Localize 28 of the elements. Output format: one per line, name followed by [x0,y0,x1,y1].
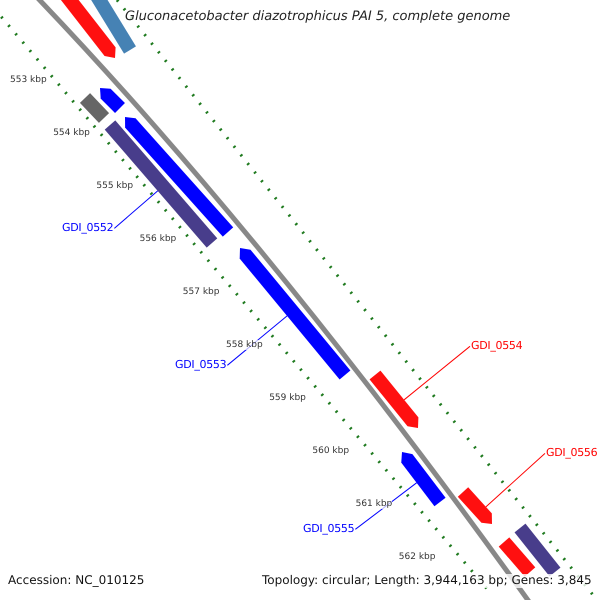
leader-line [485,452,546,508]
gene-label: GDI_0553 [175,359,226,372]
tick-label: 554 kbp [53,128,90,138]
genome-summary: Topology: circular; Length: 3,944,163 bp; Genes: 3,845 [262,574,592,588]
gene-label: GDI_0552 [62,222,114,235]
gene-feature [401,452,446,506]
gene-feature [458,487,492,524]
gene-label: GDI_0555 [303,523,354,536]
gene-feature [80,93,110,123]
gene-feature [370,370,418,428]
leader-line [114,190,158,229]
tick-label: 553 kbp [10,75,47,86]
title: Gluconacetobacter diazotrophicus PAI 5, complete genome [125,10,510,25]
accession-text: Accession: NC_010125 [8,574,144,588]
tick-label: 555 kbp [96,181,134,192]
tick-label: 562 kbp [398,552,436,562]
gene-label: GDI_0554 [471,340,522,353]
leader-line [354,482,418,530]
tick-label: 559 kbp [269,393,306,404]
tick-label: 557 kbp [182,287,220,298]
gene-feature [100,88,125,113]
tick-label: 558 kbp [226,340,263,350]
leader-line [404,346,470,400]
tick-label: 556 kbp [140,234,176,244]
gene-label: GDI_0556 [546,447,598,460]
gene-feature [514,524,560,576]
tick-label: 560 kbp [312,446,350,456]
tick-label: 561 kbp [356,499,392,510]
